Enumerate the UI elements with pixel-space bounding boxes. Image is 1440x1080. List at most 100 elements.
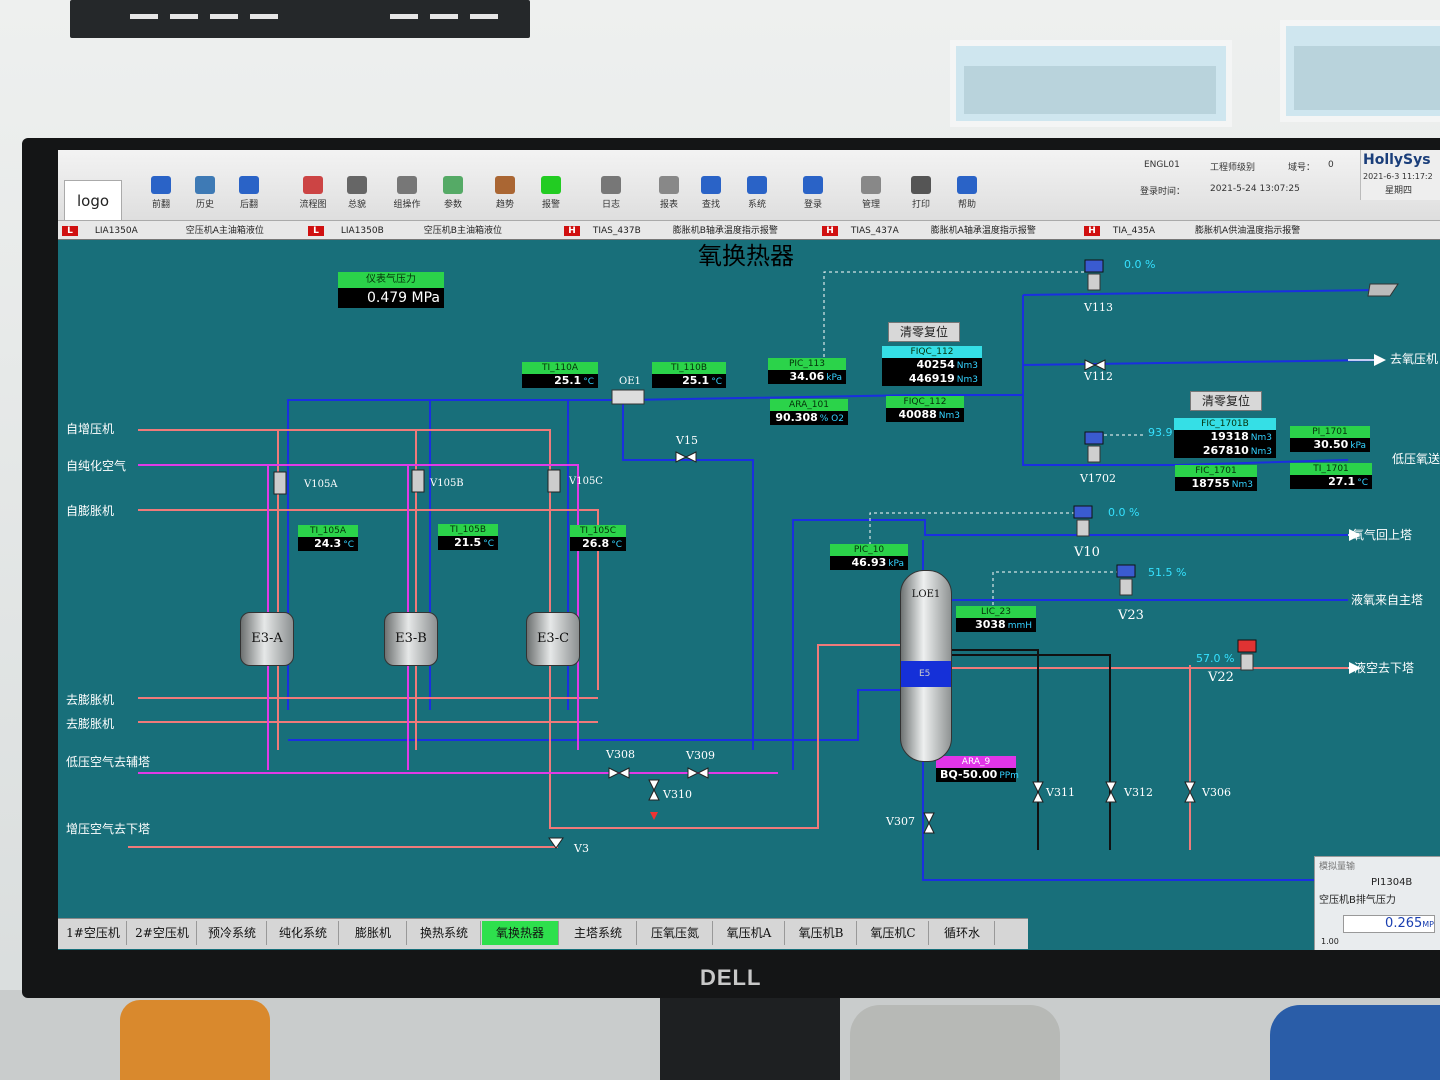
heat-exchanger-E3C[interactable]: E3-C bbox=[526, 612, 580, 666]
column-LOE1[interactable]: LOE1 E5 bbox=[900, 570, 952, 762]
valve-V310[interactable]: V310 bbox=[663, 788, 692, 801]
toolbar-button-flowchart[interactable]: 流程图 bbox=[290, 176, 336, 210]
toolbar-button-arrow-right[interactable]: 后翻 bbox=[226, 176, 272, 210]
brand-box: HollySys 2021-6-3 11:17:2 星期四 bbox=[1360, 150, 1440, 200]
toolbar-button-system[interactable]: 系统 bbox=[734, 176, 780, 210]
tab-purification[interactable]: 纯化系统 bbox=[268, 921, 339, 945]
instrument-air-pressure[interactable]: 仪表气压力 0.479 MPa bbox=[338, 272, 444, 308]
stream-label: 自膨胀机 bbox=[66, 504, 115, 518]
stream-label: 液氧来自主塔 bbox=[1351, 593, 1424, 607]
tab-oxygen-nitrogen-compression[interactable]: 压氧压氮 bbox=[638, 921, 713, 945]
window bbox=[950, 40, 1232, 127]
toolbar-button-printer[interactable]: 打印 bbox=[898, 176, 944, 210]
flowchart-icon bbox=[303, 176, 323, 194]
tab-oxygen-compressor-b[interactable]: 氧压机B bbox=[786, 921, 857, 945]
toolbar-button-trend[interactable]: 趋势 bbox=[482, 176, 528, 210]
stream-label: 去膨胀机 bbox=[66, 717, 115, 731]
valve-V308[interactable]: V308 bbox=[606, 748, 635, 761]
tab-oxygen-compressor-c[interactable]: 氧压机C bbox=[858, 921, 929, 945]
valve-V22[interactable]: V22 bbox=[1208, 670, 1234, 685]
user-level: 工程师级别 bbox=[1210, 163, 1256, 173]
analog-popup[interactable]: 模拟量输 PI1304B 空压机B排气压力 0.265MP 1.00 bbox=[1314, 856, 1440, 950]
valve-V23[interactable]: V23 bbox=[1118, 608, 1144, 623]
hmi-screen: logo 前翻历史后翻流程图总貌组操作参数趋势报警日志报表查找系统登录管理打印帮… bbox=[58, 150, 1440, 950]
tab-2-air-compressor[interactable]: 2#空压机 bbox=[128, 921, 197, 945]
toolbar-button-gear[interactable]: 管理 bbox=[848, 176, 894, 210]
toolbar-button-log[interactable]: 日志 bbox=[588, 176, 634, 210]
valve-V113[interactable]: V113 bbox=[1084, 301, 1113, 314]
toolbar-button-label: 报警 bbox=[541, 200, 560, 210]
toolbar-button-arrow-left[interactable]: 前翻 bbox=[138, 176, 184, 210]
tab-oxygen-compressor-a[interactable]: 氧压机A bbox=[714, 921, 785, 945]
toolbar-button-group[interactable]: 组操作 bbox=[384, 176, 430, 210]
valve-V10[interactable]: V10 bbox=[1074, 545, 1100, 560]
valve-V306[interactable]: V306 bbox=[1202, 786, 1231, 799]
trend-icon bbox=[495, 176, 515, 194]
heat-exchanger-E3A[interactable]: E3-A bbox=[240, 612, 294, 666]
toolbar-button-overview[interactable]: 总貌 bbox=[334, 176, 380, 210]
tab-oxygen-exchanger[interactable]: 氧换热器 bbox=[482, 921, 559, 945]
toolbar-button-history[interactable]: 历史 bbox=[182, 176, 228, 210]
valve-V112[interactable]: V112 bbox=[1084, 370, 1113, 383]
toolbar-button-label: 管理 bbox=[861, 200, 880, 210]
heat-exchanger-E3B[interactable]: E3-B bbox=[384, 612, 438, 666]
valve-V311[interactable]: V311 bbox=[1046, 786, 1075, 799]
tab-1-air-compressor[interactable]: 1#空压机 bbox=[60, 921, 127, 945]
user-info: ENGL01 工程师级别 域号： 0 登录时间： 2021-5-24 13:07… bbox=[1118, 154, 1354, 204]
tab-precooling[interactable]: 预冷系统 bbox=[198, 921, 267, 945]
tab-expander[interactable]: 膨胀机 bbox=[340, 921, 407, 945]
popup-title: 模拟量输 bbox=[1319, 862, 1356, 872]
tab-heat-exchange[interactable]: 换热系统 bbox=[408, 921, 481, 945]
valve-OE1[interactable]: OE1 bbox=[619, 376, 641, 387]
valve-V3[interactable]: V3 bbox=[574, 842, 589, 855]
toolbar-button-report[interactable]: 报表 bbox=[646, 176, 692, 210]
popup-value-box: 0.265MP bbox=[1343, 915, 1435, 933]
valve-V105B[interactable]: V105B bbox=[430, 478, 464, 489]
valve-V309[interactable]: V309 bbox=[686, 749, 715, 762]
toolbar-button-label: 日志 bbox=[601, 200, 620, 210]
valve-V105A[interactable]: V105A bbox=[304, 479, 338, 490]
valve-V1702[interactable]: V1702 bbox=[1080, 472, 1116, 485]
valve-V312[interactable]: V312 bbox=[1124, 786, 1153, 799]
process-piping bbox=[128, 259, 1399, 881]
reset-button[interactable]: 清零复位 bbox=[888, 322, 960, 342]
reset-button[interactable]: 清零复位 bbox=[1190, 391, 1262, 411]
toolbar-button-key[interactable]: 登录 bbox=[790, 176, 836, 210]
key-icon bbox=[803, 176, 823, 194]
exchanger-E5: E5 bbox=[901, 661, 951, 687]
toolbar-button-search[interactable]: 查找 bbox=[688, 176, 734, 210]
valve-V15[interactable]: V15 bbox=[676, 434, 698, 447]
valve-V105C[interactable]: V105C bbox=[569, 476, 603, 487]
toolbar-button-help[interactable]: 帮助 bbox=[944, 176, 990, 210]
arrow-left-icon bbox=[151, 176, 171, 194]
tab-main-tower[interactable]: 主塔系统 bbox=[560, 921, 637, 945]
help-icon bbox=[957, 176, 977, 194]
toolbar-button-param[interactable]: 参数 bbox=[430, 176, 476, 210]
valve-V23-opening: 51.5 % bbox=[1148, 566, 1187, 579]
valve-V307[interactable]: V307 bbox=[886, 815, 915, 828]
toolbar-button-alarm[interactable]: 报警 bbox=[528, 176, 574, 210]
tab-cooling-water[interactable]: 循环水 bbox=[930, 921, 995, 945]
